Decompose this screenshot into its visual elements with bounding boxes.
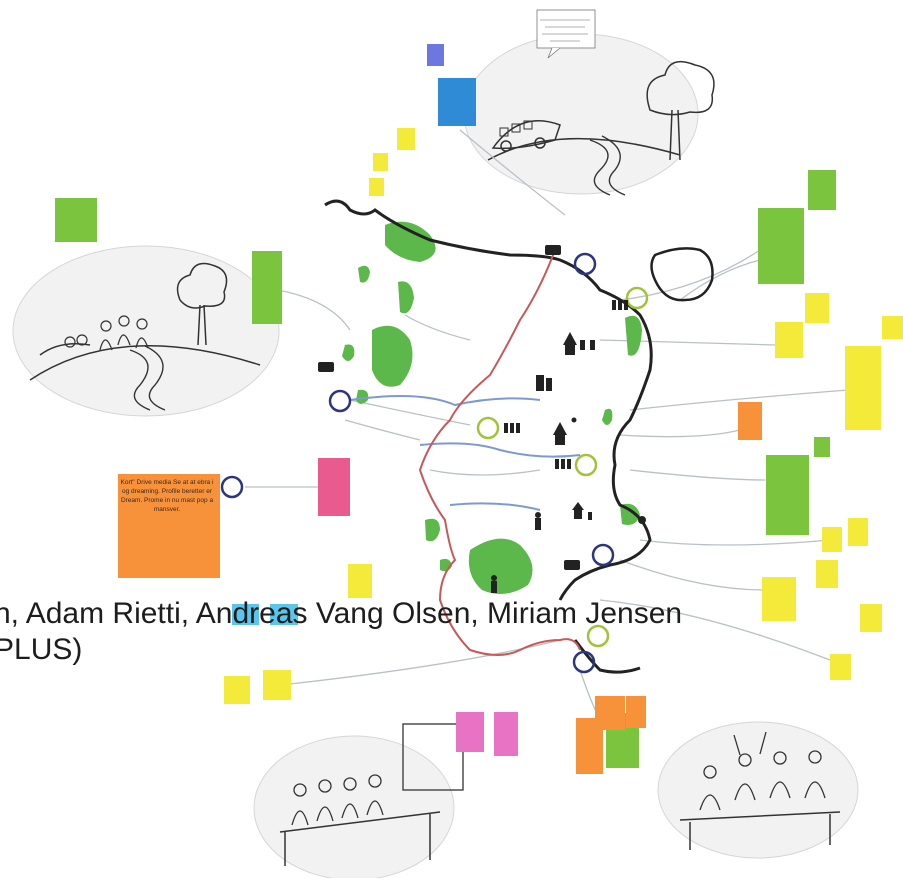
sticky-note: [848, 518, 868, 546]
sticky-note: [55, 198, 97, 242]
sticky-note: [438, 78, 476, 126]
sticky-note: [494, 712, 518, 756]
sticky-note: [224, 676, 250, 704]
sticky-note: [369, 178, 384, 196]
sticky-note: [626, 696, 646, 728]
sticky-note: [860, 604, 882, 632]
sticky-note: [766, 455, 809, 535]
sticky-note: [775, 322, 803, 358]
sticky-note: [805, 293, 829, 323]
sticky-note: [263, 670, 291, 700]
credits-caption: n, Adam Rietti, Andreas Vang Olsen, Miri…: [0, 596, 903, 668]
sticky-note: [822, 527, 842, 552]
credits-line-1: n, Adam Rietti, Andreas Vang Olsen, Miri…: [0, 597, 683, 630]
sticky-note: [576, 718, 603, 774]
sticky-note: [232, 604, 259, 625]
sticky-note: [318, 458, 350, 516]
sticky-note: [738, 402, 762, 440]
sticky-note: [118, 474, 220, 578]
sticky-notes: [55, 44, 903, 774]
sticky-note: [762, 577, 796, 621]
green-circles: [476, 286, 649, 648]
sticky-note: [808, 170, 836, 210]
sticky-note: [456, 712, 484, 752]
sticky-note: [758, 208, 804, 284]
sticky-note: [845, 346, 881, 430]
credits-line-2: PLUS): [0, 633, 83, 666]
sticky-note: [270, 604, 298, 625]
sticky-note: [252, 251, 282, 324]
orange-note-text: Kort" Drive media Se at at ebra i og dre…: [120, 479, 214, 513]
building-icons: [318, 245, 646, 593]
sticky-note: [427, 44, 444, 66]
sticky-note: [397, 128, 415, 150]
sticky-note: [816, 560, 838, 588]
blue-roads: [349, 395, 581, 511]
sticky-note: [882, 316, 903, 339]
sticky-note: [814, 437, 830, 457]
sketch-people-hill: [12, 245, 280, 417]
red-route: [418, 249, 581, 656]
sketch-meeting-left: [253, 723, 464, 881]
connector-lines: [245, 129, 849, 721]
sticky-note: [830, 654, 851, 680]
green-areas: [342, 221, 642, 594]
sketch-bus-tree: [463, 9, 715, 196]
sticky-note: [348, 564, 372, 598]
sketch-meeting-right: [657, 721, 859, 859]
sticky-note: [373, 153, 388, 171]
navy-circles: [220, 252, 615, 674]
